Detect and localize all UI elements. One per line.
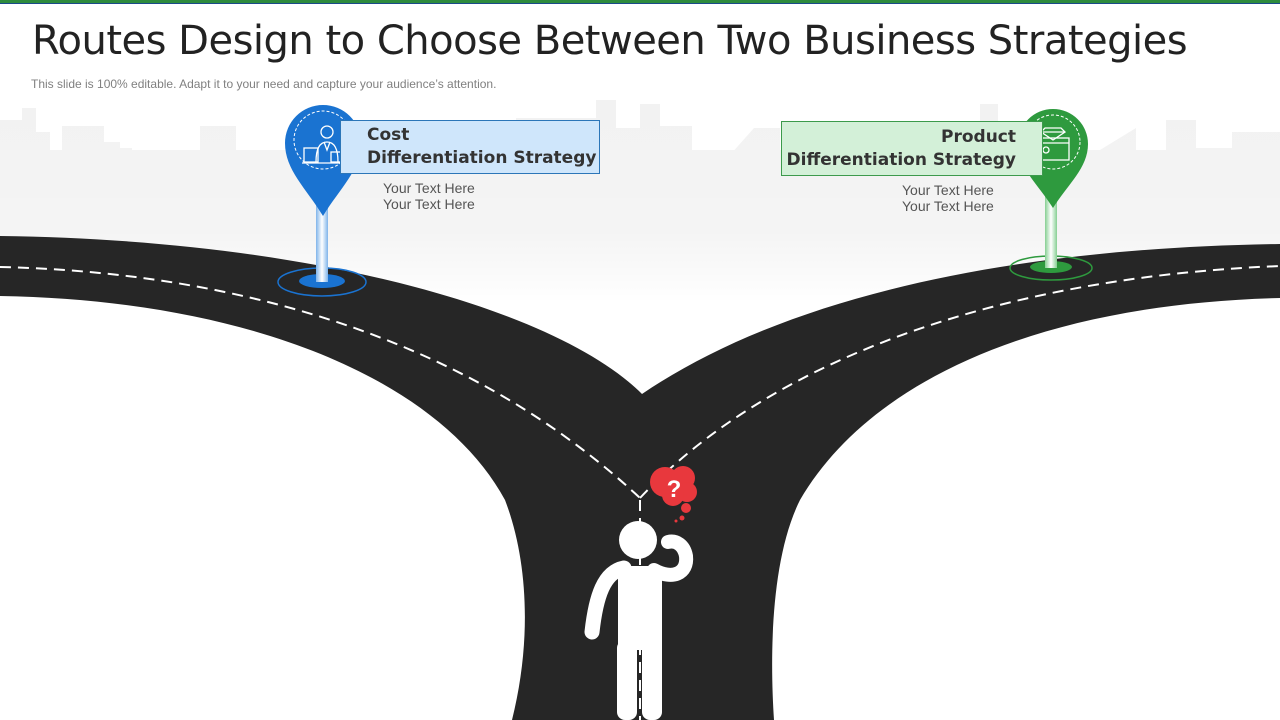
- product-strategy-text-line1: Your Text Here: [902, 182, 994, 198]
- question-thought-bubble: ?: [650, 466, 697, 523]
- question-mark: ?: [667, 476, 682, 503]
- left-lane-marking: [0, 266, 641, 499]
- product-strategy-label: Product Differentiation Strategy: [781, 121, 1043, 176]
- forked-road: [0, 236, 1280, 720]
- top-accent-rule: [0, 0, 1280, 4]
- thinking-person-figure: [584, 521, 694, 720]
- right-lane-marking: [639, 265, 1280, 499]
- businessman-icon: [302, 125, 347, 164]
- cost-strategy-text-line2: Your Text Here: [383, 196, 475, 212]
- cost-strategy-title-line2: Differentiation Strategy: [367, 148, 597, 168]
- cost-strategy-label: Cost Differentiation Strategy: [340, 120, 600, 174]
- product-strategy-title-line2: Differentiation Strategy: [786, 150, 1016, 170]
- product-strategy-description: Your Text Here Your Text Here: [902, 182, 994, 214]
- cost-strategy-title-line1: Cost: [367, 125, 410, 145]
- cost-strategy-text-line1: Your Text Here: [383, 180, 475, 196]
- blue-rule: [0, 3, 1280, 4]
- product-strategy-title-line1: Product: [941, 127, 1016, 147]
- page-title: Routes Design to Choose Between Two Busi…: [32, 18, 1188, 64]
- cost-strategy-description: Your Text Here Your Text Here: [383, 180, 475, 212]
- product-strategy-text-line2: Your Text Here: [902, 198, 994, 214]
- green-rule: [0, 0, 1280, 3]
- page-subtitle: This slide is 100% editable. Adapt it to…: [31, 77, 497, 91]
